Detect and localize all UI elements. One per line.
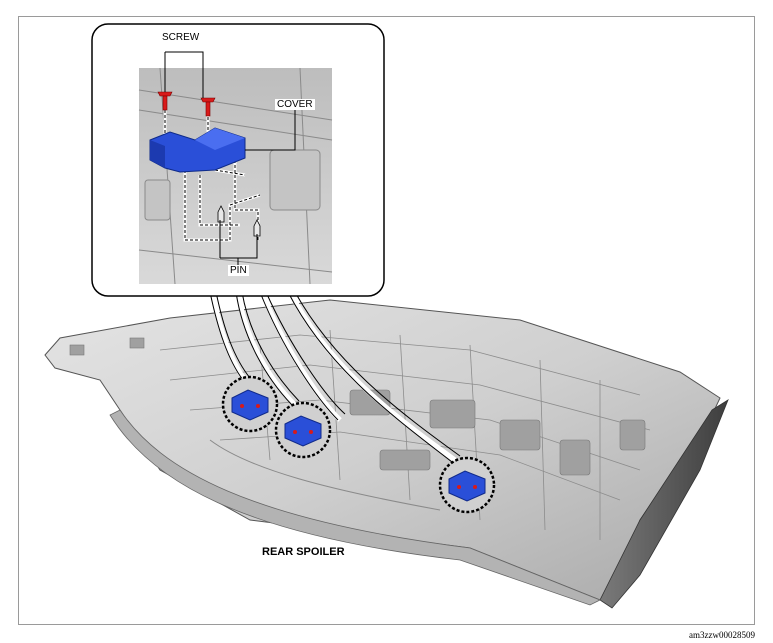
screw-label: SCREW [162,32,200,43]
cover-location-2 [274,401,332,459]
figure-code: am3zzw00028509 [689,630,755,640]
pin-label: PIN [228,265,249,276]
screw-left [157,91,173,111]
cover-label: COVER [275,99,315,110]
cover-location-3 [438,456,496,514]
detail-inset [91,23,385,297]
screw-right [200,97,216,117]
callout-leaders [209,290,457,463]
rear-spoiler-label: REAR SPOILER [262,546,345,558]
rear-spoiler [44,299,729,609]
cover-location-1 [221,375,279,433]
